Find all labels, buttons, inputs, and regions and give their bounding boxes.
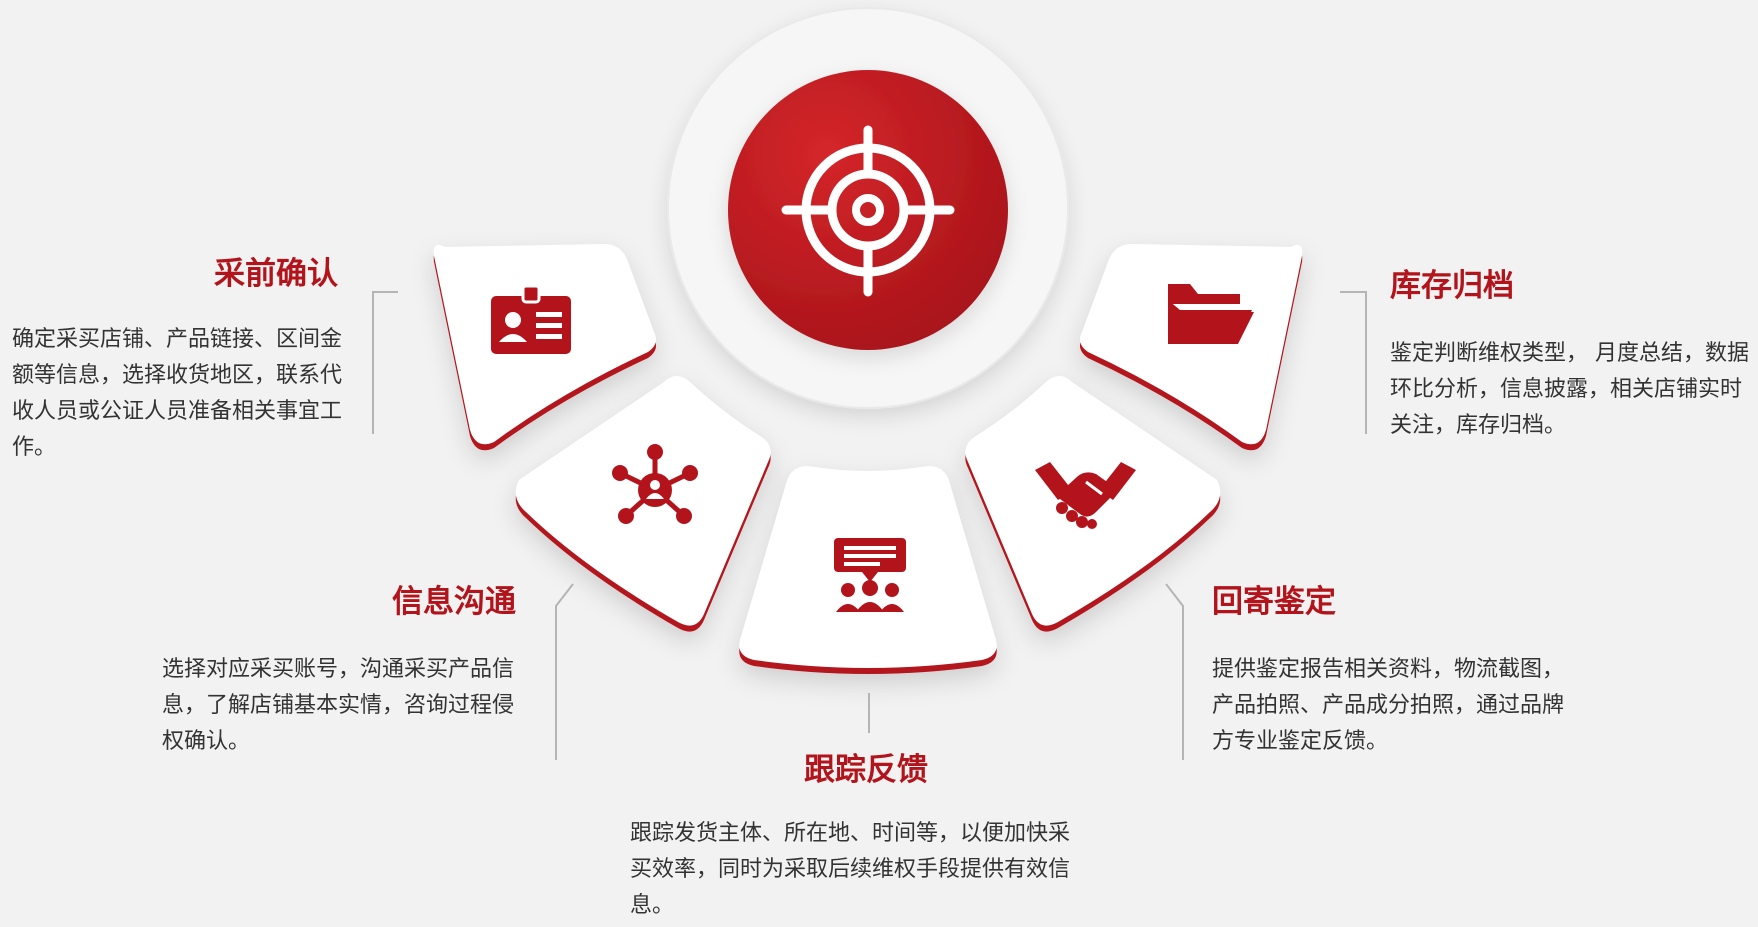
step-card-5 bbox=[1080, 244, 1303, 451]
step-title-4: 回寄鉴定 bbox=[1212, 584, 1336, 620]
handshake-icon bbox=[1035, 462, 1136, 529]
step-desc-2: 选择对应采买账号，沟通采买产品信息，了解店铺基本实情，咨询过程侵权确认。 bbox=[162, 657, 515, 754]
folder-icon bbox=[1168, 284, 1254, 344]
step-title-1: 采前确认 bbox=[214, 256, 338, 292]
id-card-icon bbox=[491, 284, 571, 354]
step-title-5: 库存归档 bbox=[1390, 268, 1514, 304]
step-desc-5: 鉴定判断维权类型， 月度总结，数据环比分析，信息披露，相关店铺实时关注，库存归档… bbox=[1390, 341, 1749, 438]
connector-lines bbox=[372, 291, 1367, 760]
step-title-2: 信息沟通 bbox=[392, 584, 516, 620]
step-desc-3: 跟踪发货主体、所在地、时间等，以便加快采买效率，同时为采取后续维权手段提供有效信… bbox=[630, 821, 1071, 918]
meeting-chat-icon bbox=[834, 538, 906, 612]
step-desc-4: 提供鉴定报告相关资料，物流截图，产品拍照、产品成分拍照，通过品牌方专业鉴定反馈。 bbox=[1212, 657, 1565, 754]
step-desc-1: 确定采买店铺、产品链接、区间金额等信息，选择收货地区，联系代收人员或公证人员准备… bbox=[12, 327, 343, 460]
center-hub bbox=[728, 70, 1008, 350]
crosshair-target-icon bbox=[781, 125, 955, 297]
network-user-icon bbox=[612, 444, 698, 524]
step-title-3: 跟踪反馈 bbox=[804, 752, 928, 788]
